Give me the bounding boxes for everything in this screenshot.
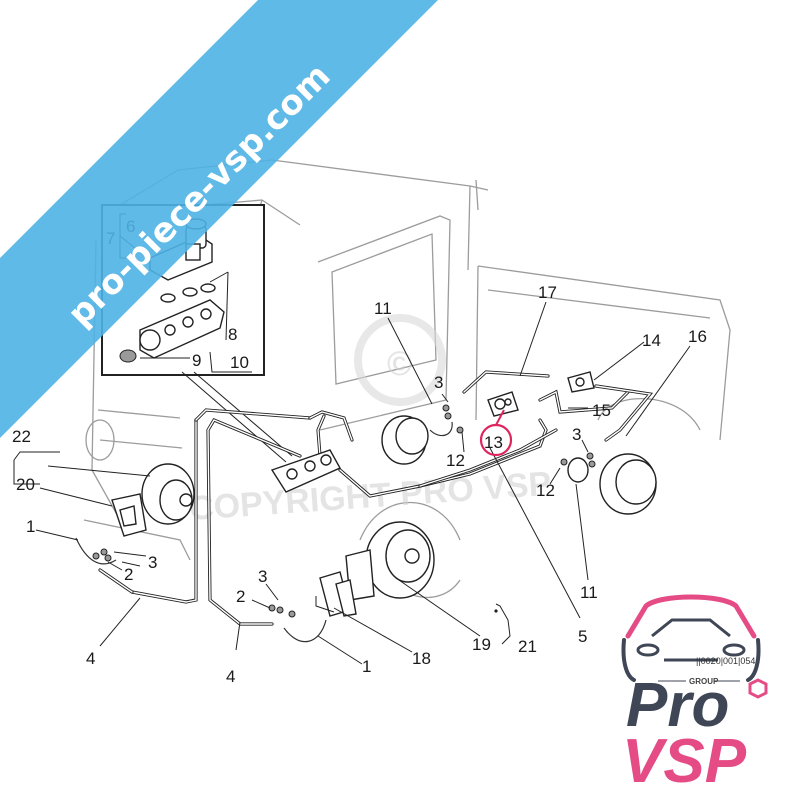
highlight-pointer-13 <box>495 409 505 426</box>
callout-labels: 1 2 3 4 20 22 6 7 8 9 10 11 3 12 13 17 1… <box>12 217 707 686</box>
part-14-tpiece <box>567 371 595 393</box>
bolt-12-top <box>456 426 464 434</box>
bolt-2-left <box>92 552 100 560</box>
brake-pipes <box>98 370 654 626</box>
logo-pro-text: Pro <box>626 671 729 740</box>
callout-14: 14 <box>642 331 661 350</box>
callout-10: 10 <box>230 353 249 372</box>
rear-left-drum <box>381 404 453 465</box>
bolt-12-right <box>560 458 568 466</box>
callout-3-top: 3 <box>434 373 443 392</box>
front-left-brake <box>111 463 195 537</box>
callout-15: 15 <box>592 401 611 420</box>
callout-11-right: 11 <box>580 583 598 602</box>
callout-21: 21 <box>518 637 537 656</box>
logo-vsp-text: VSP <box>622 727 747 796</box>
car-logo-icon <box>621 594 761 682</box>
callout-20: 20 <box>16 475 35 494</box>
hex-nut-icon <box>748 678 768 699</box>
callout-19: 19 <box>472 635 491 654</box>
copyright-symbol: © <box>387 345 412 383</box>
reference-code: ||0020|001|054 <box>696 656 755 666</box>
logo-group-text: GROUP <box>689 677 719 686</box>
callout-18: 18 <box>412 649 431 668</box>
callout-13: 13 <box>484 433 503 452</box>
leader-lines <box>13 235 691 665</box>
callout-1-left: 1 <box>26 517 35 536</box>
callout-11-top: 11 <box>374 299 392 318</box>
callout-4-left: 4 <box>86 649 95 668</box>
callout-1-bottom: 1 <box>362 657 371 676</box>
callout-22: 22 <box>12 427 31 446</box>
callout-17: 17 <box>538 283 557 302</box>
valve-block <box>270 449 341 493</box>
callout-8: 8 <box>228 325 237 344</box>
callout-12-top: 12 <box>446 451 465 470</box>
callout-16: 16 <box>688 327 707 346</box>
hose-1-right <box>283 619 327 643</box>
callout-3-bottom: 3 <box>258 567 267 586</box>
callout-4-bottom: 4 <box>226 667 235 686</box>
provsp-logo: ||0020|001|054 GROUP Pro VSP <box>621 594 768 796</box>
callout-3-left: 3 <box>148 553 157 572</box>
callout-3-right: 3 <box>572 425 581 444</box>
callout-2-left: 2 <box>124 565 133 584</box>
callout-5: 5 <box>578 627 587 646</box>
callout-12-right: 12 <box>536 481 555 500</box>
callout-2-bottom: 2 <box>236 587 245 606</box>
part-13-connector <box>487 391 519 417</box>
hose-1-left <box>75 537 117 565</box>
front-right-brake <box>319 521 435 617</box>
callout-9: 9 <box>192 351 201 370</box>
rear-right-drum <box>567 452 657 515</box>
